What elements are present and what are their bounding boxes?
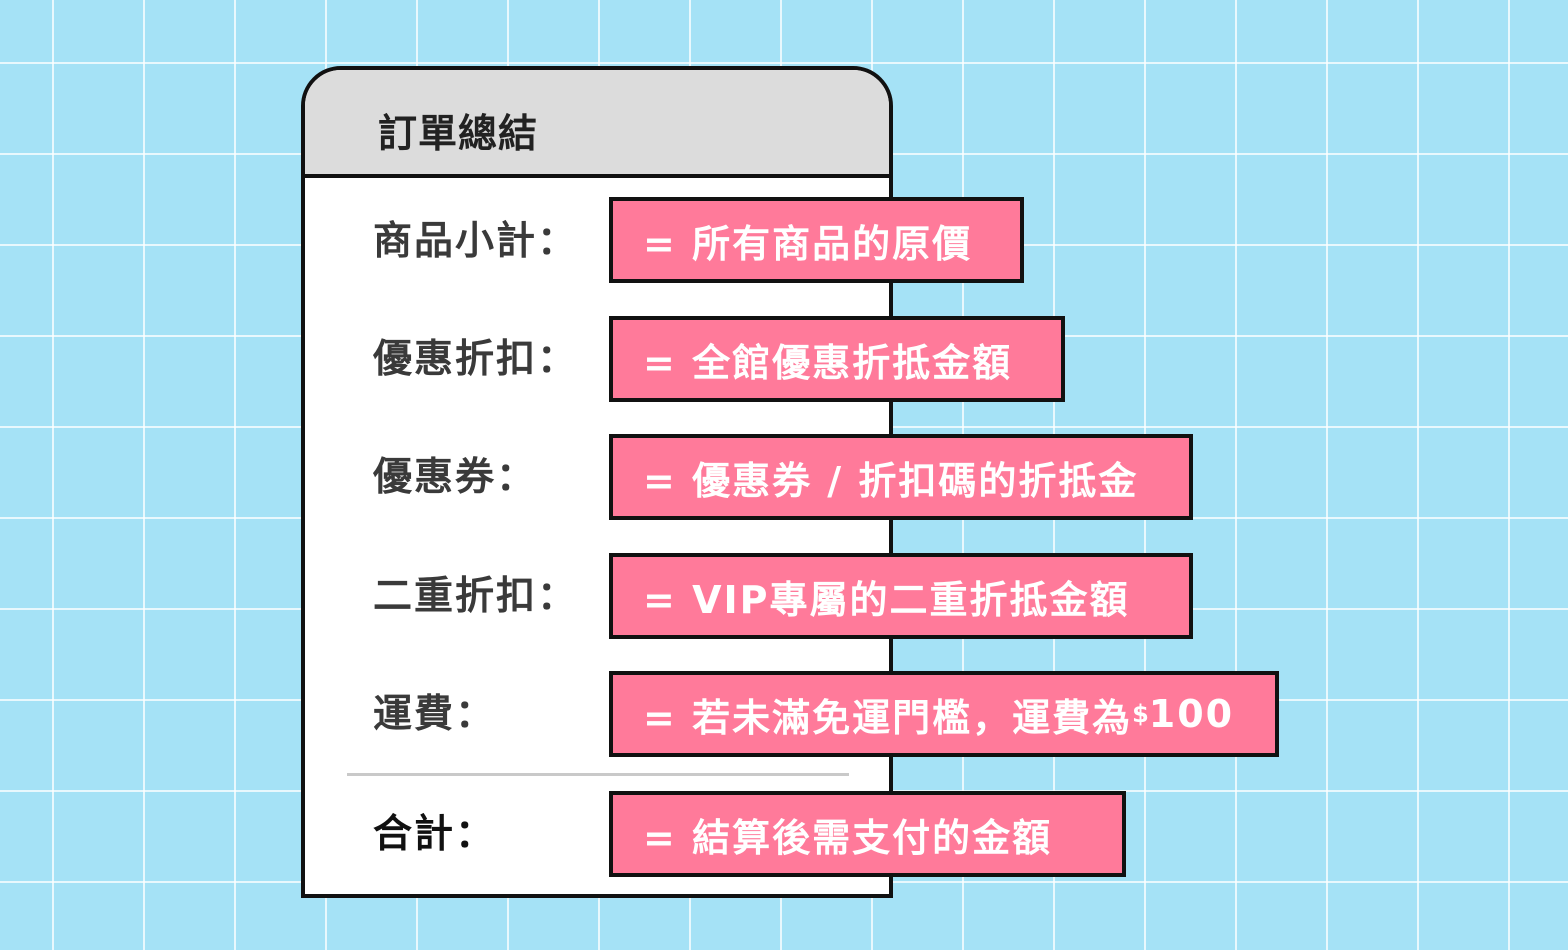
discount-desc-tag: = 全館優惠折抵金額 [609, 316, 1065, 402]
coupon-desc-tag: = 優惠券 / 折扣碼的折抵金 [609, 434, 1193, 520]
subtotal-desc-tag: = 所有商品的原價 [609, 197, 1024, 283]
second-discount-label: 二重折扣： [373, 574, 579, 619]
total-label: 合計： [373, 812, 497, 857]
currency-symbol: $ [1132, 700, 1149, 728]
total-divider [347, 773, 849, 776]
coupon-label: 優惠券： [373, 455, 538, 500]
shipping-label: 運費： [373, 692, 497, 737]
discount-label: 優惠折扣： [373, 337, 579, 382]
second-discount-desc-tag: = VIP專屬的二重折抵金額 [609, 553, 1193, 639]
subtotal-label: 商品小計： [373, 219, 579, 264]
shipping-amount: 100 [1148, 692, 1235, 736]
order-summary-title: 訂單總結 [378, 112, 539, 157]
shipping-desc-text: = 若未滿免運門檻，運費為 [643, 695, 1133, 740]
order-summary-header: 訂單總結 [305, 70, 889, 178]
total-desc-tag: = 結算後需支付的金額 [609, 791, 1126, 877]
shipping-desc-tag: = 若未滿免運門檻，運費為 $ 100 [609, 671, 1279, 757]
